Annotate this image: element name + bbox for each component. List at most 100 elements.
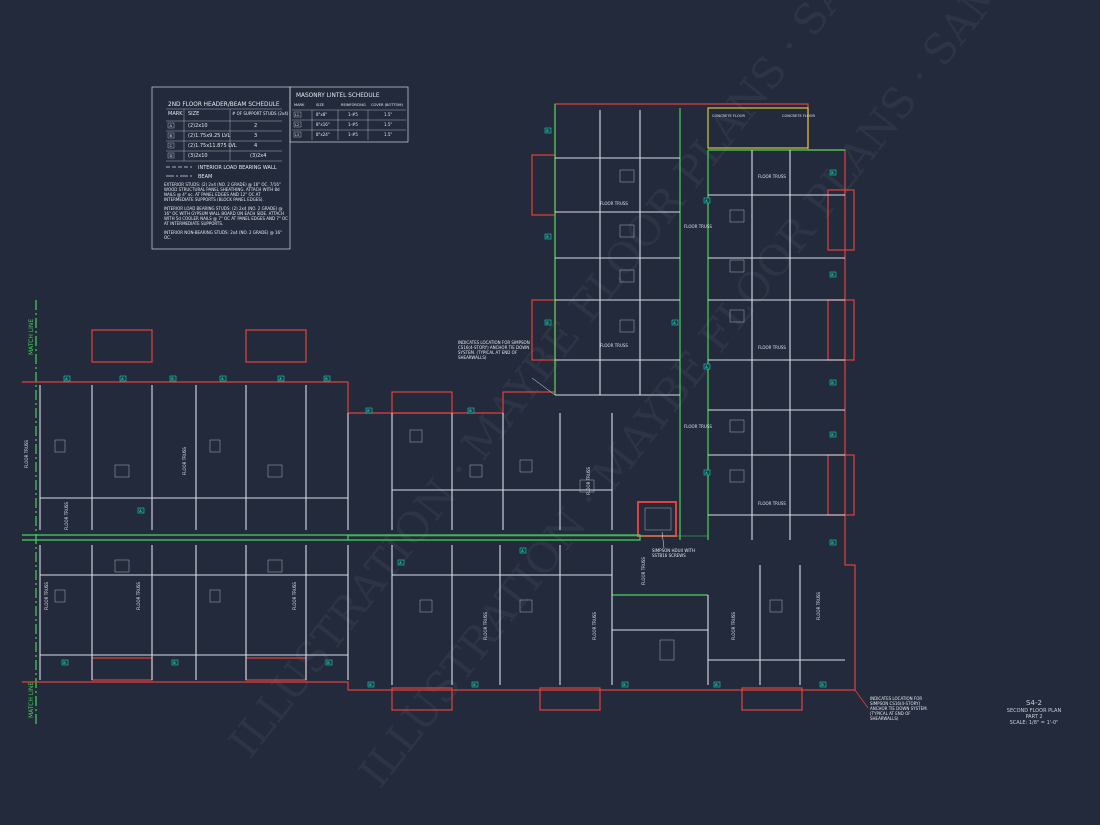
lintel-row-mark: L1 bbox=[295, 113, 299, 117]
svg-text:B: B bbox=[473, 683, 475, 687]
floor-truss-label: FLOOR TRUSS bbox=[292, 582, 297, 610]
header-row-studs: (3)2x4 bbox=[250, 153, 266, 159]
header-tag: A bbox=[137, 507, 145, 514]
header-tag: B bbox=[61, 659, 69, 666]
note-interior-bearing-studs: INTERIOR LOAD BEARING STUDS: (2) 2x4 (NO… bbox=[164, 206, 288, 226]
header-tag: B bbox=[621, 681, 629, 688]
floor-truss-label: FLOOR TRUSS bbox=[816, 592, 821, 620]
svg-text:A: A bbox=[121, 377, 124, 381]
svg-text:B: B bbox=[63, 661, 65, 665]
header-tag: B bbox=[544, 127, 552, 134]
note-exterior-studs: EXTERIOR STUDS: (2) 2x4 (NO. 2 GRADE) @ … bbox=[164, 182, 281, 202]
header-row-size: (3)2x10 bbox=[188, 153, 208, 159]
header-tags: A A B A A B A B B B B B A A B B B B B B … bbox=[61, 127, 837, 688]
concrete-floor-label-left: CONCRETE FLOOR bbox=[712, 114, 746, 118]
header-tag: A bbox=[277, 375, 285, 382]
header-beam-schedule: 2ND FLOOR HEADER/BEAM SCHEDULE MARK SIZE… bbox=[151, 86, 291, 250]
header-tag: B bbox=[323, 375, 331, 382]
svg-text:B: B bbox=[831, 541, 833, 545]
lintel-row-mark: L3 bbox=[295, 133, 299, 137]
svg-text:B: B bbox=[327, 661, 329, 665]
svg-text:B: B bbox=[831, 433, 833, 437]
match-line-label-bottom: MATCH LINE bbox=[28, 682, 35, 718]
header-tag: B bbox=[829, 379, 837, 386]
svg-text:B: B bbox=[171, 377, 173, 381]
sheet-scale: SCALE: 1/8" = 1'-0" bbox=[1010, 720, 1059, 726]
match-line-label-top: MATCH LINE bbox=[28, 319, 35, 355]
svg-text:B: B bbox=[469, 409, 471, 413]
lintel-row-cover: 1.5" bbox=[384, 132, 392, 137]
svg-text:B: B bbox=[821, 683, 823, 687]
header-row-mark: A bbox=[170, 123, 173, 128]
svg-text:A: A bbox=[705, 365, 708, 369]
floor-truss-label: FLOOR TRUSS bbox=[684, 424, 712, 429]
floor-truss-label: FLOOR TRUSS bbox=[684, 224, 712, 229]
svg-text:A: A bbox=[221, 377, 224, 381]
header-col-size: SIZE bbox=[188, 111, 199, 117]
header-row-studs: 3 bbox=[254, 133, 257, 139]
floor-truss-label: FLOOR TRUSS bbox=[24, 440, 29, 468]
header-tag: B bbox=[829, 539, 837, 546]
header-tag: A bbox=[703, 197, 711, 204]
floor-truss-label: FLOOR TRUSS bbox=[641, 557, 646, 585]
lintel-row-size: 8"x16" bbox=[316, 122, 330, 127]
match-line-left: MATCH LINE MATCH LINE bbox=[28, 300, 37, 725]
svg-text:B: B bbox=[546, 321, 548, 325]
sheet-number: S4-2 bbox=[1026, 699, 1042, 707]
lintel-row-size: 8"x24" bbox=[316, 132, 330, 137]
sheet-name: SECOND FLOOR PLAN bbox=[1007, 708, 1062, 714]
interior-walls bbox=[39, 110, 845, 685]
note-holdown-bottom: INDICATES LOCATION FOR SIMPSON CS16(4-ST… bbox=[870, 696, 928, 721]
floor-truss-label: FLOOR TRUSS bbox=[592, 612, 597, 640]
lintel-row-cover: 1.5" bbox=[384, 112, 392, 117]
floor-truss-label: FLOOR TRUSS bbox=[483, 612, 488, 640]
svg-text:B: B bbox=[715, 683, 717, 687]
header-row: A (2)2x10 2 bbox=[167, 122, 257, 129]
svg-text:B: B bbox=[831, 273, 833, 277]
lintel-col-cover: COVER (BOTTOM) bbox=[371, 103, 404, 107]
note-interior-nonbearing-studs: INTERIOR NON-BEARING STUDS: 2x4 (NO. 2 G… bbox=[164, 230, 282, 240]
lintel-row-size: 8"x8" bbox=[316, 112, 327, 117]
svg-text:B: B bbox=[369, 683, 371, 687]
concrete-floor-label-right: CONCRETE FLOOR bbox=[782, 114, 816, 118]
header-tag: B bbox=[171, 659, 179, 666]
header-col-studs: # OF SUPPORT STUDS (2x4) bbox=[232, 111, 289, 116]
header-schedule-title: 2ND FLOOR HEADER/BEAM SCHEDULE bbox=[168, 102, 280, 108]
header-tag: A bbox=[519, 547, 527, 554]
floor-truss-label: FLOOR TRUSS bbox=[182, 447, 187, 475]
header-col-mark: MARK bbox=[168, 111, 183, 117]
header-tag: B bbox=[713, 681, 721, 688]
floor-truss-label: FLOOR TRUSS bbox=[44, 582, 49, 610]
header-tag: A bbox=[219, 375, 227, 382]
svg-text:A: A bbox=[705, 199, 708, 203]
floor-truss-label: FLOOR TRUSS bbox=[758, 345, 786, 350]
legend-load-bearing-wall: INTERIOR LOAD BEARING WALL bbox=[198, 165, 277, 171]
header-tag: A bbox=[119, 375, 127, 382]
header-row-studs: 2 bbox=[254, 123, 257, 129]
notes: INDICATES LOCATION FOR SIMPSON CS16(4-ST… bbox=[458, 340, 928, 721]
header-row: C (2)1.75x11.875 LVL 4 bbox=[167, 142, 257, 149]
schedule-notes: EXTERIOR STUDS: (2) 2x4 (NO. 2 GRADE) @ … bbox=[164, 182, 288, 240]
svg-text:A: A bbox=[279, 377, 282, 381]
header-tag: B bbox=[819, 681, 827, 688]
header-tag: B bbox=[367, 681, 375, 688]
floor-truss-label: FLOOR TRUSS bbox=[758, 174, 786, 179]
header-row-mark: B bbox=[170, 133, 173, 138]
floor-truss-label: FLOOR TRUSS bbox=[64, 502, 69, 530]
header-tag: B bbox=[829, 271, 837, 278]
svg-text:B: B bbox=[546, 129, 548, 133]
svg-text:A: A bbox=[399, 561, 402, 565]
note-holdown-top: INDICATES LOCATION FOR SIMPSON CS16(4-ST… bbox=[458, 340, 530, 360]
fixtures bbox=[54, 169, 783, 661]
lintel-row-reinforcing: 1-#5 bbox=[348, 112, 358, 117]
floor-truss-label: FLOOR TRUSS bbox=[600, 201, 628, 206]
header-tag: A bbox=[397, 559, 405, 566]
lintel-row-mark: L2 bbox=[295, 123, 299, 127]
lintel-col-size: SIZE bbox=[316, 103, 325, 107]
sheet-part: PART 2 bbox=[1025, 714, 1042, 720]
lintel-schedule: MASONRY LINTEL SCHEDULE MARK SIZE REINFO… bbox=[289, 86, 409, 143]
title-block: S4-2 SECOND FLOOR PLAN PART 2 SCALE: 1/8… bbox=[1007, 699, 1062, 726]
header-tag: A bbox=[671, 319, 679, 326]
header-tag: A bbox=[703, 469, 711, 476]
header-row-mark: D bbox=[170, 153, 173, 158]
